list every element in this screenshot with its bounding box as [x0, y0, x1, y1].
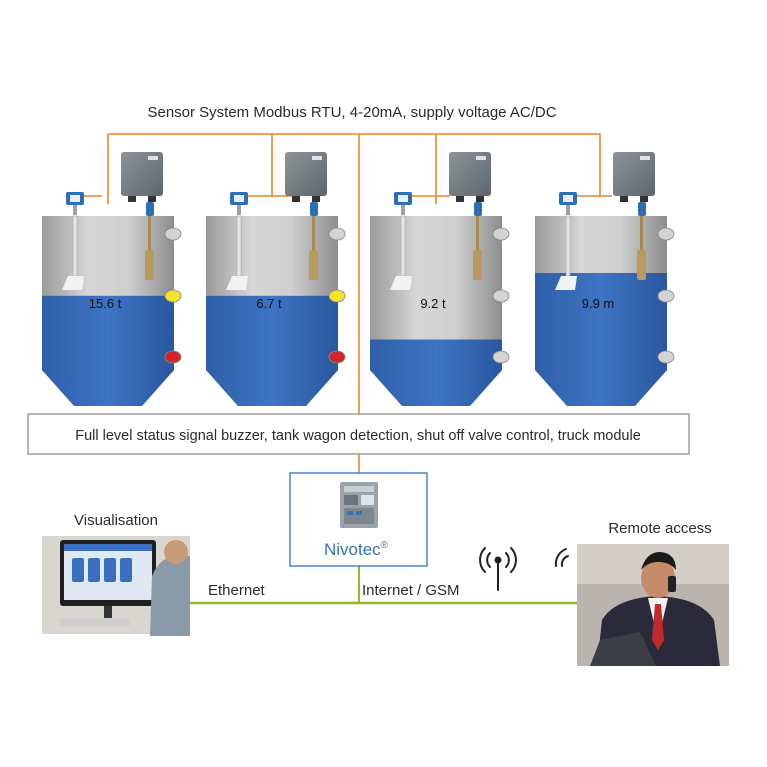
- indicator-lamp-icon: [657, 289, 675, 303]
- indicator-lamp-icon: [328, 289, 346, 303]
- remote-access-photo: [577, 544, 729, 666]
- visualisation-label: Visualisation: [74, 512, 158, 529]
- probe-sensor-icon: [285, 152, 327, 280]
- indicator-lamp-icon: [492, 227, 510, 241]
- internet-gsm-label: Internet / GSM: [362, 582, 460, 599]
- tank-4: 9.9 m: [535, 216, 667, 406]
- tank-reading: 15.6 t: [89, 296, 122, 311]
- indicator-lamp-icon: [657, 350, 675, 364]
- indicator-lamp-icon: [492, 289, 510, 303]
- remote-access-label: Remote access: [608, 520, 711, 537]
- indicator-lamp-icon: [657, 227, 675, 241]
- ethernet-label: Ethernet: [208, 582, 266, 599]
- tank-reading: 9.2 t: [420, 296, 446, 311]
- signal-icon: [554, 548, 569, 567]
- visualisation-photo: [42, 536, 190, 636]
- tank-2: 6.7 t: [206, 216, 338, 406]
- indicator-lamp-icon: [328, 350, 346, 364]
- tank-level-fill: [206, 295, 338, 406]
- indicator-lamp-icon: [328, 227, 346, 241]
- controller-device-icon: [340, 482, 378, 528]
- sensor-system-label: Sensor System Modbus RTU, 4-20mA, supply…: [147, 104, 556, 121]
- tank-1: 15.6 t: [42, 216, 174, 406]
- tank-3: 9.2 t: [370, 216, 502, 406]
- radar-sensor-icon: [62, 192, 84, 290]
- sensors: [62, 152, 655, 290]
- tank-level-fill: [42, 295, 174, 406]
- controller-name: Nivotec®: [324, 540, 389, 559]
- indicator-lamp-icon: [164, 289, 182, 303]
- probe-sensor-icon: [613, 152, 655, 280]
- sensor-wiring: [74, 133, 612, 420]
- indicator-lamp-icon: [164, 350, 182, 364]
- tank-reading: 6.7 t: [256, 296, 282, 311]
- probe-sensor-icon: [449, 152, 491, 280]
- radar-sensor-icon: [555, 192, 577, 290]
- probe-sensor-icon: [121, 152, 163, 280]
- indicator-lamp-icon: [492, 350, 510, 364]
- status-box-text: Full level status signal buzzer, tank wa…: [75, 428, 641, 444]
- level-indicators: [164, 227, 675, 364]
- antenna-icon: [479, 547, 517, 591]
- radar-sensor-icon: [390, 192, 412, 290]
- tank-level-fill: [535, 273, 667, 406]
- tank-level-fill: [370, 339, 502, 406]
- tank-reading: 9.9 m: [582, 296, 615, 311]
- radar-sensor-icon: [226, 192, 248, 290]
- indicator-lamp-icon: [164, 227, 182, 241]
